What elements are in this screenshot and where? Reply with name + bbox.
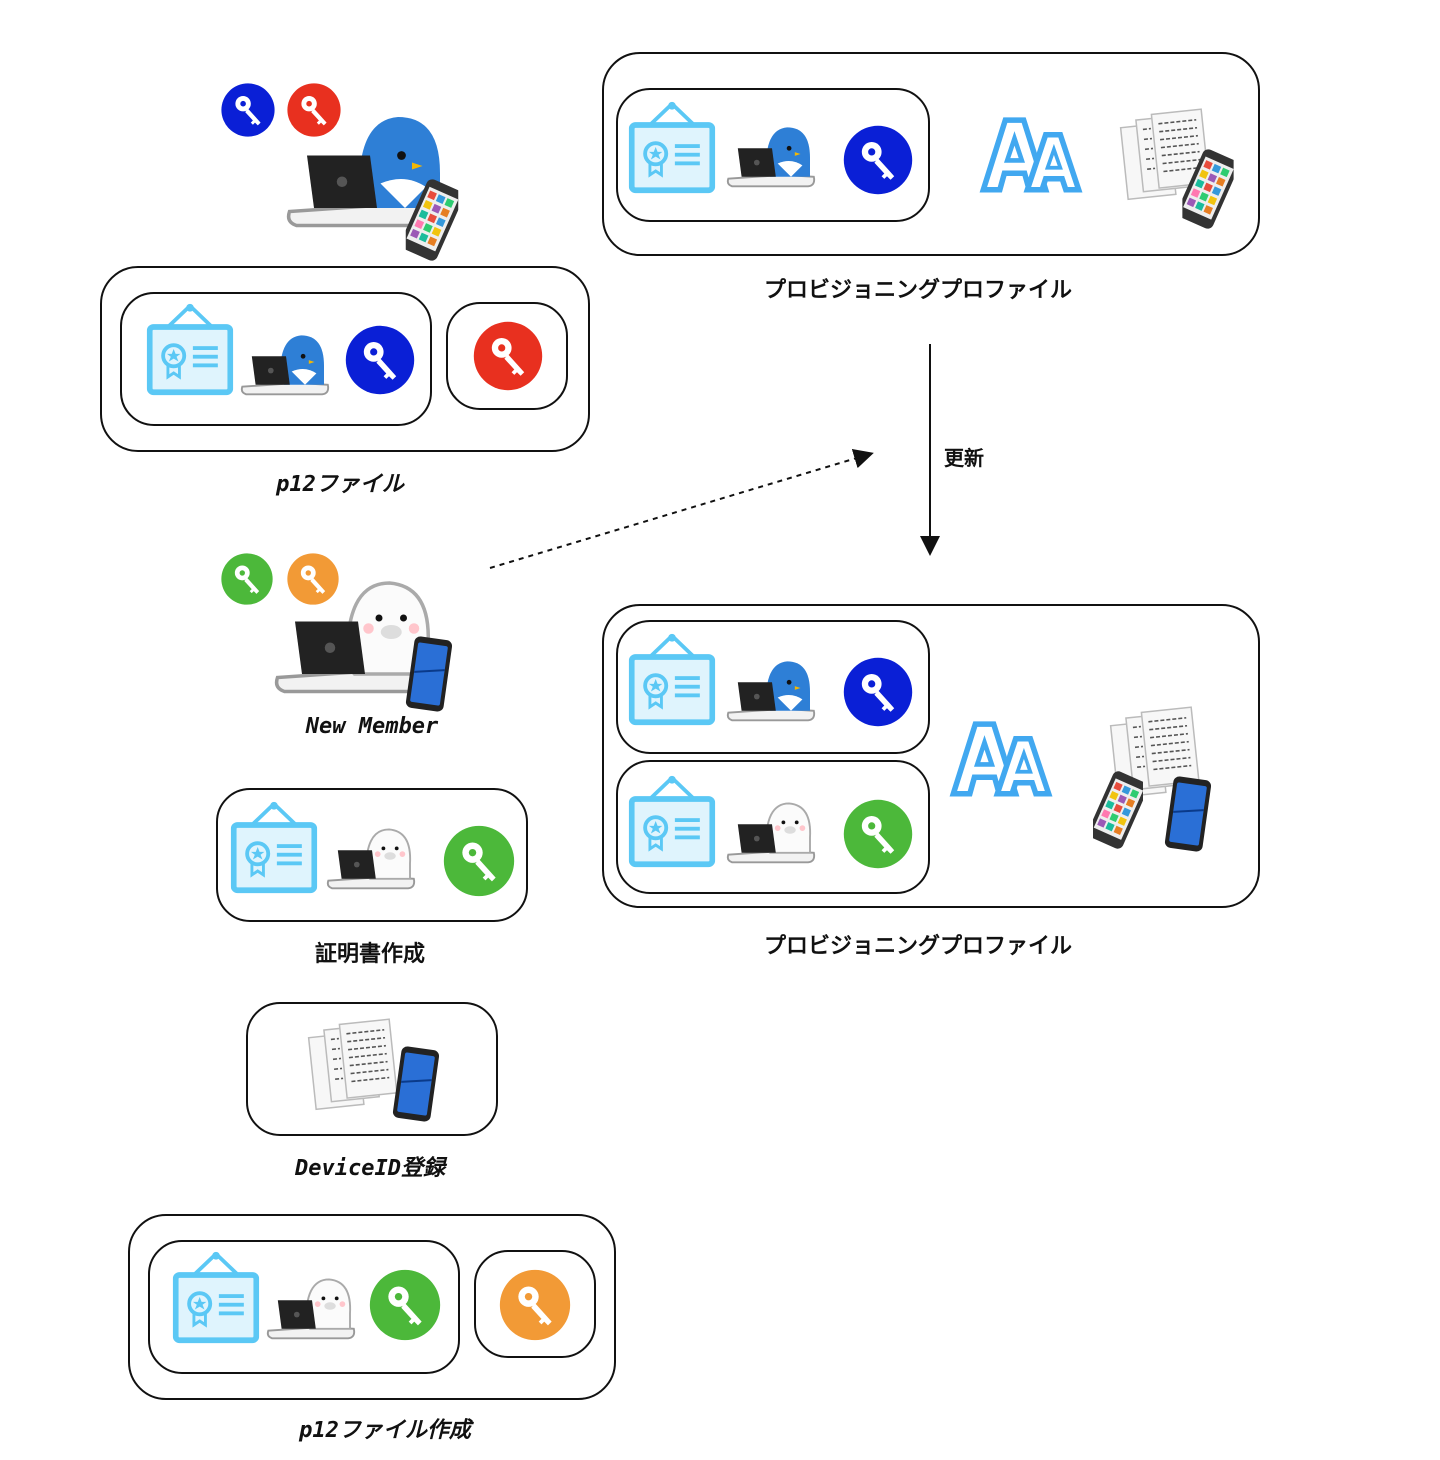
seal-laptop-icon: [322, 818, 422, 894]
provisioning-profile-label-bottom: プロビジョニングプロファイル: [763, 934, 1072, 959]
certificate-icon: [146, 302, 234, 398]
p12-file-creation-label: p12ファイル作成: [299, 1418, 471, 1443]
smartphone-icon: [386, 1044, 446, 1124]
certificate-icon: [628, 100, 716, 196]
smartphone-icon: [1084, 770, 1152, 850]
update-label: 更新: [944, 446, 984, 470]
certificate-icon: [230, 800, 318, 896]
new-member-label: New Member: [305, 714, 439, 739]
certificate-creation-label: 証明書作成: [314, 942, 425, 967]
certificate-icon: [628, 774, 716, 870]
key-icon-green: [842, 798, 914, 870]
smartphone-icon: [402, 178, 462, 262]
penguin-laptop-icon: [722, 650, 822, 726]
key-icon-green: [368, 1268, 442, 1342]
key-icon-red: [472, 320, 544, 392]
key-icon-green: [220, 552, 274, 606]
key-icon-green: [442, 824, 516, 898]
smartphone-icon: [1158, 774, 1218, 854]
smartphone-icon: [400, 634, 458, 714]
certificate-icon: [172, 1250, 260, 1346]
key-icon-blue: [220, 82, 276, 138]
smartphone-icon: [1178, 148, 1238, 230]
key-icon-blue: [344, 324, 416, 396]
key-icon-blue: [842, 656, 914, 728]
app-id-icon: [946, 716, 1056, 800]
provisioning-profile-label-top: プロビジョニングプロファイル: [763, 278, 1072, 303]
key-icon-orange: [498, 1268, 572, 1342]
certificate-icon: [628, 632, 716, 728]
penguin-laptop-icon: [236, 324, 336, 400]
device-id-label: DeviceID登録: [295, 1156, 445, 1181]
p12-file-label: p12ファイル: [276, 472, 404, 497]
app-id-icon: [976, 112, 1086, 196]
seal-laptop-icon: [262, 1268, 362, 1344]
penguin-laptop-icon: [722, 116, 822, 192]
seal-laptop-icon: [722, 792, 822, 868]
key-icon-blue: [842, 124, 914, 196]
